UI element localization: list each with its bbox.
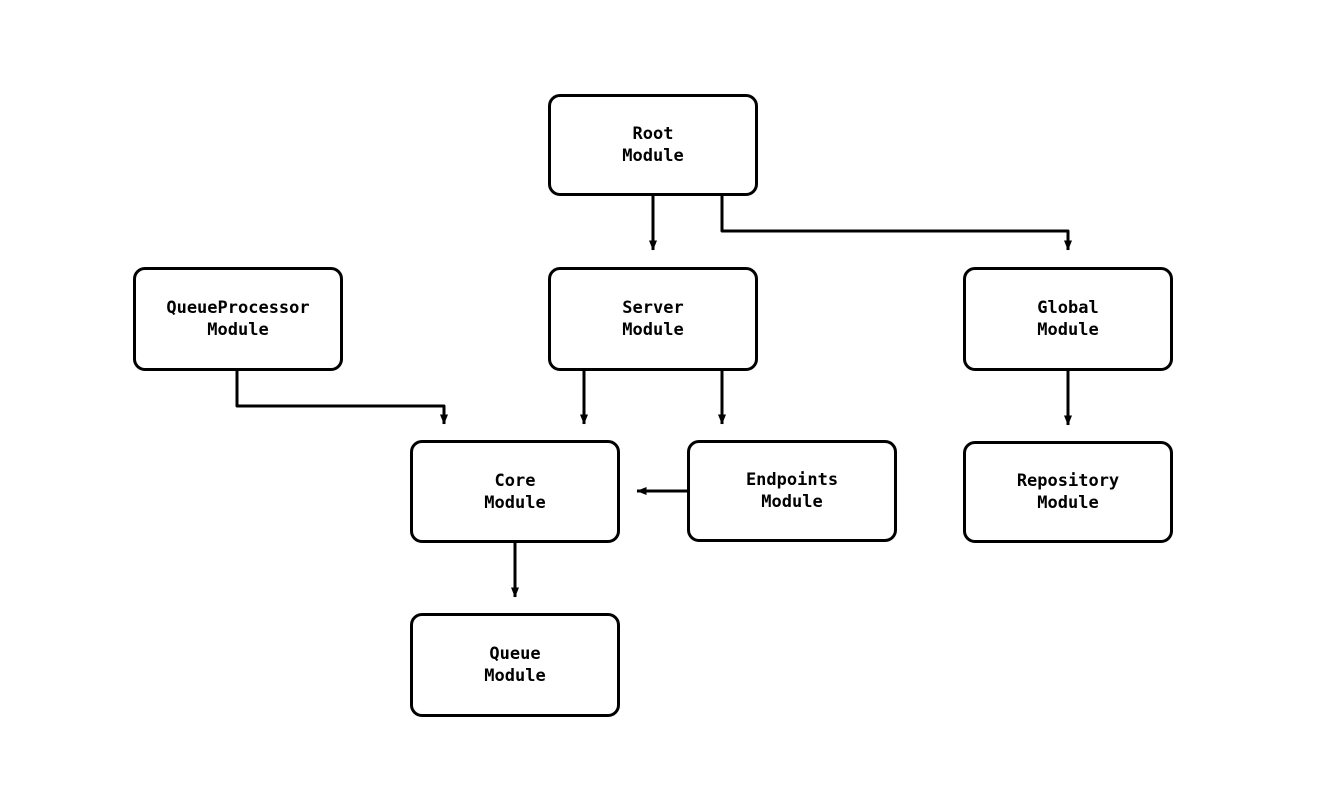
node-repository-module[interactable]: Repository Module xyxy=(963,441,1173,543)
node-core-module[interactable]: Core Module xyxy=(410,440,620,543)
node-queue-module-label: Queue Module xyxy=(484,644,546,686)
node-root-module-label: Root Module xyxy=(622,124,684,166)
node-server-module-label: Server Module xyxy=(622,298,684,340)
node-queue-module[interactable]: Queue Module xyxy=(410,613,620,717)
edge-root-global xyxy=(720,196,1072,251)
node-server-module[interactable]: Server Module xyxy=(548,267,758,371)
edge-queueprocessor-core xyxy=(235,371,448,425)
node-endpoints-module[interactable]: Endpoints Module xyxy=(687,440,897,542)
node-queueprocessor-module[interactable]: QueueProcessor Module xyxy=(133,267,343,371)
node-endpoints-module-label: Endpoints Module xyxy=(745,470,839,512)
node-repository-module-label: Repository Module xyxy=(1016,471,1120,513)
node-queueprocessor-module-label: QueueProcessor Module xyxy=(166,298,310,340)
node-root-module[interactable]: Root Module xyxy=(548,94,758,196)
node-core-module-label: Core Module xyxy=(484,470,546,513)
node-global-module[interactable]: Global Module xyxy=(963,267,1173,371)
node-global-module-label: Global Module xyxy=(1037,298,1099,340)
